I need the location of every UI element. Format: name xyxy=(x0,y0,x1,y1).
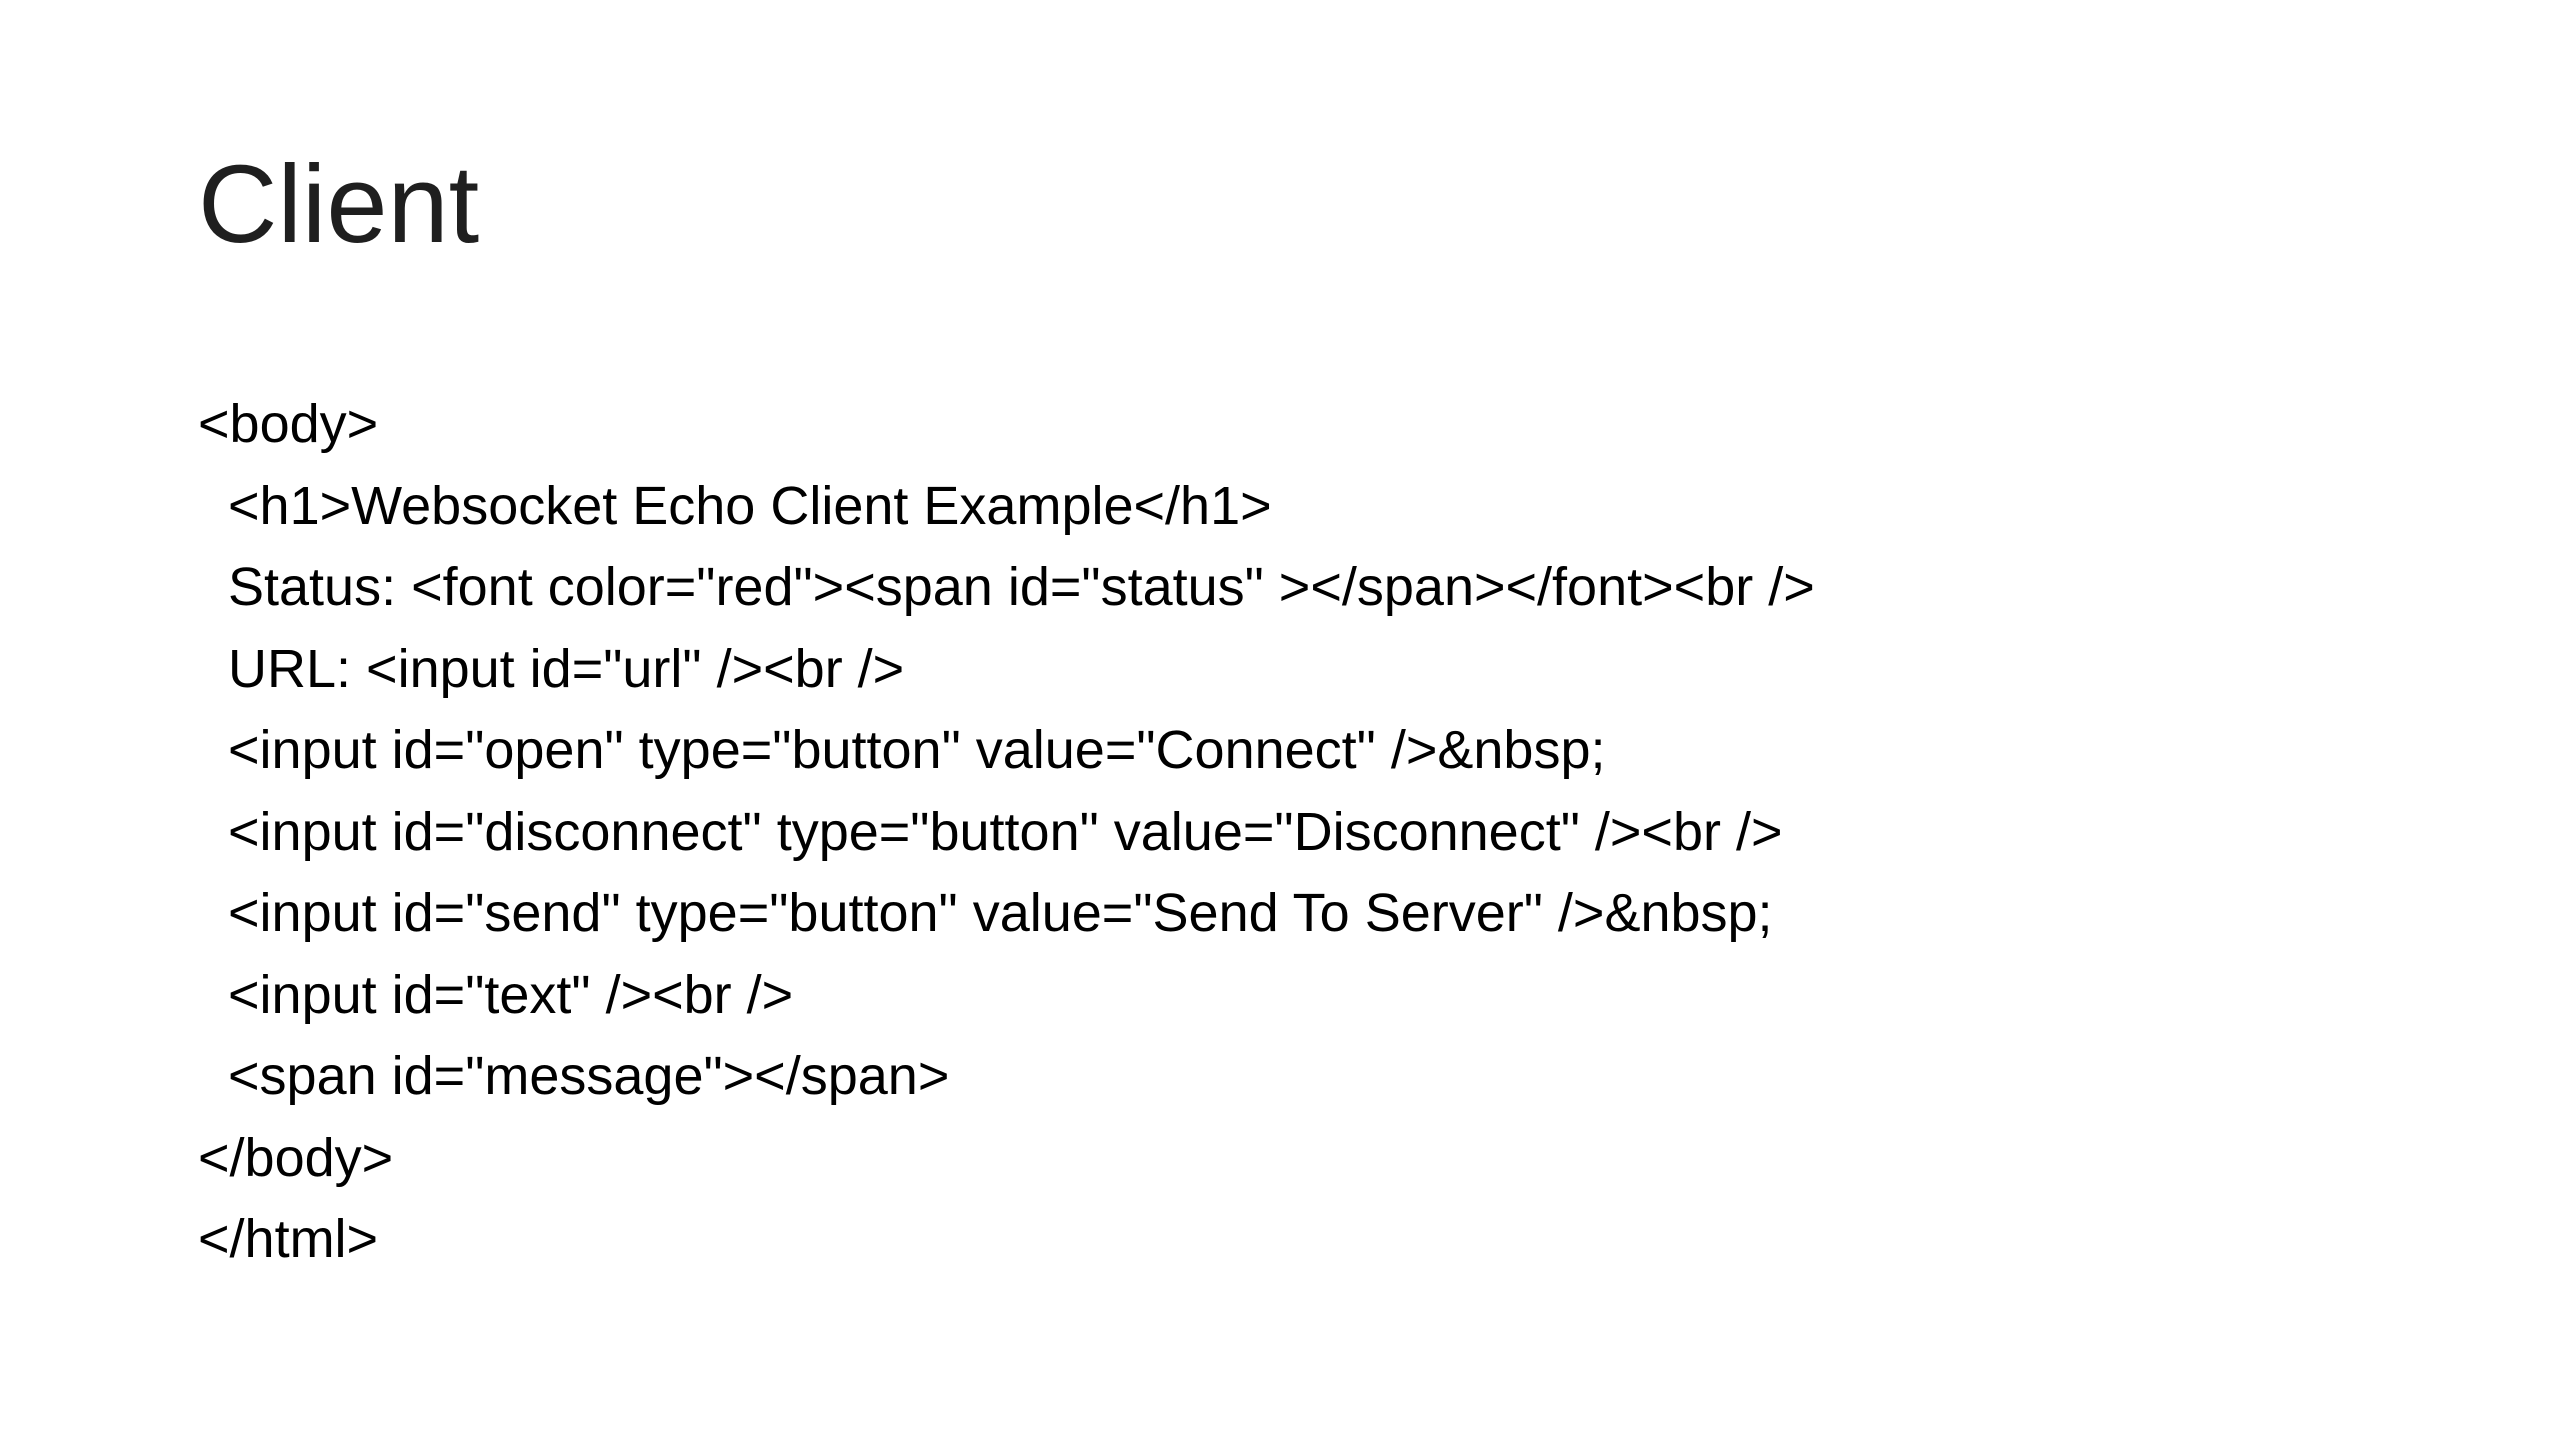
code-listing: <body> <h1>Websocket Echo Client Example… xyxy=(198,384,2498,1281)
code-line: <input id="disconnect" type="button" val… xyxy=(228,801,1783,862)
code-line: </html> xyxy=(198,1209,379,1269)
code-line: URL: <input id="url" /><br /> xyxy=(228,638,905,699)
code-line: Status: <font color="red"><span id="stat… xyxy=(228,557,1815,617)
code-line: <body> xyxy=(198,394,379,454)
code-line: <input id="text" /><br /> xyxy=(228,964,794,1025)
code-line: </body> xyxy=(198,1127,394,1188)
slide-title: Client xyxy=(198,143,480,266)
code-line: <input id="open" type="button" value="Co… xyxy=(228,720,1606,780)
code-line: <span id="message"></span> xyxy=(228,1046,950,1106)
code-line: <input id="send" type="button" value="Se… xyxy=(228,883,1773,943)
code-line: <h1>Websocket Echo Client Example</h1> xyxy=(228,475,1272,536)
